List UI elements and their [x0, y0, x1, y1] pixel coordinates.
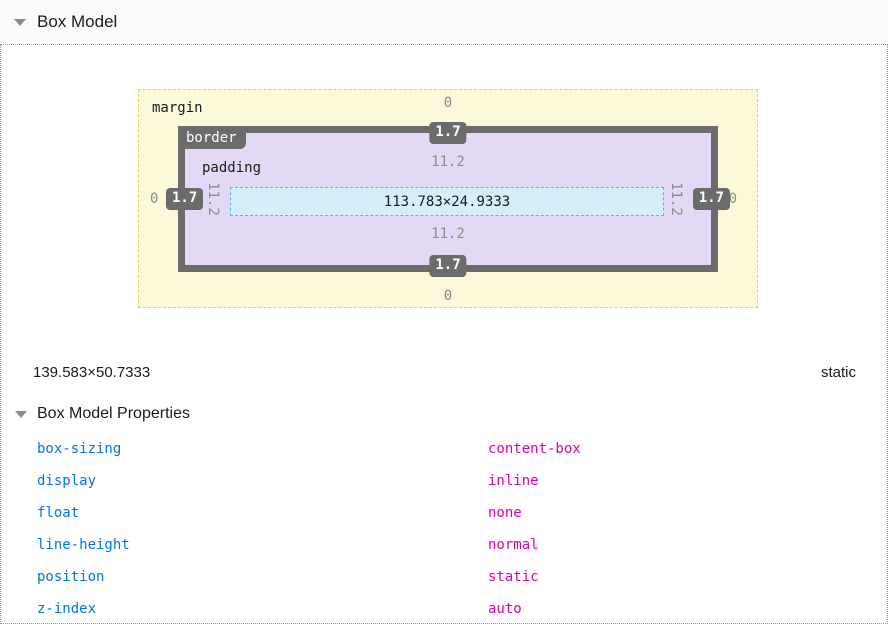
content-box[interactable]: 113.783×24.9333: [230, 187, 664, 216]
property-row: box-sizing content-box: [1, 433, 887, 465]
padding-right-value[interactable]: 11.2: [668, 181, 684, 216]
margin-right-value[interactable]: 0: [728, 190, 737, 207]
content-size[interactable]: 113.783×24.9333: [383, 193, 511, 210]
property-row: position static: [1, 561, 887, 593]
border-top-value[interactable]: 1.7: [429, 122, 467, 144]
padding-top-value[interactable]: 11.2: [431, 154, 465, 170]
property-name: box-sizing: [37, 441, 122, 457]
border-right-value[interactable]: 1.7: [692, 187, 730, 210]
property-row: display inline: [1, 465, 887, 497]
margin-left-value[interactable]: 0: [150, 190, 159, 207]
property-name: float: [37, 505, 80, 521]
margin-box[interactable]: margin 0 0 0 0 border 1.7 1.7 1.7 1.7 pa…: [138, 89, 758, 308]
element-summary: 139.583×50.7333 static: [1, 359, 887, 385]
property-row: line-height normal: [1, 529, 887, 561]
property-name: position: [37, 569, 105, 585]
property-value: normal: [488, 537, 539, 553]
border-left-value[interactable]: 1.7: [166, 187, 204, 210]
chevron-down-icon[interactable]: [14, 18, 26, 26]
property-name: display: [37, 473, 97, 489]
property-value: content-box: [488, 441, 581, 457]
chevron-down-icon[interactable]: [15, 410, 27, 418]
padding-label: padding: [202, 160, 262, 176]
properties-title: Box Model Properties: [37, 405, 190, 422]
element-size: 139.583×50.7333: [33, 363, 151, 381]
property-value: static: [488, 569, 539, 585]
panel-title: Box Model: [37, 12, 118, 31]
property-row: float none: [1, 497, 887, 529]
property-row: z-index auto: [1, 593, 887, 625]
properties-list: box-sizing content-box display inline fl…: [1, 433, 887, 625]
border-label: border: [178, 129, 246, 149]
border-bottom-value[interactable]: 1.7: [429, 255, 467, 277]
element-position: static: [820, 363, 856, 381]
property-name: z-index: [37, 601, 97, 617]
margin-top-value[interactable]: 0: [443, 95, 453, 111]
property-value: auto: [488, 601, 522, 617]
property-name: line-height: [37, 537, 130, 553]
property-value: inline: [488, 473, 539, 489]
box-model-properties-header[interactable]: Box Model Properties: [1, 401, 887, 427]
property-value: none: [488, 505, 522, 521]
padding-left-value[interactable]: 11.2: [205, 181, 221, 216]
margin-label: margin: [152, 100, 203, 116]
margin-bottom-value[interactable]: 0: [443, 288, 453, 304]
box-model-panel: margin 0 0 0 0 border 1.7 1.7 1.7 1.7 pa…: [0, 44, 888, 624]
padding-bottom-value[interactable]: 11.2: [431, 226, 465, 242]
box-model-header[interactable]: Box Model: [0, 0, 888, 44]
